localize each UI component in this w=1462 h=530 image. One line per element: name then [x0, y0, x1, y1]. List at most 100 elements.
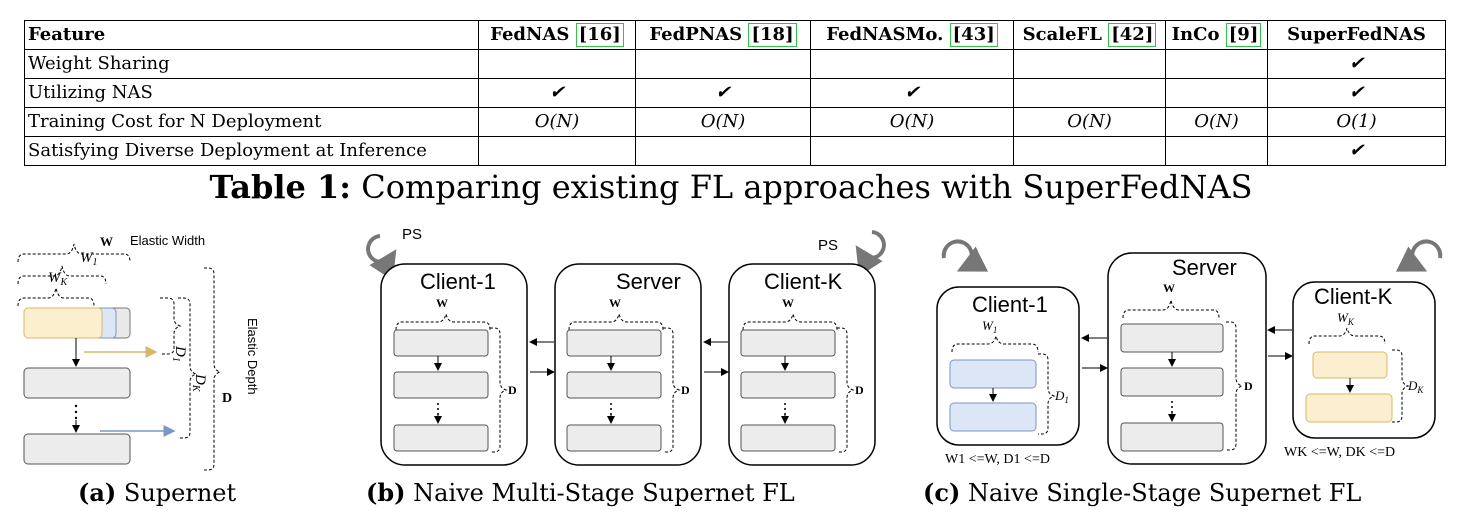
table-cell: O(N) — [635, 107, 811, 137]
table-row: Weight Sharing ✔ — [24, 49, 1446, 79]
figure-c-singlestage: Client-1 W1 D1 W1 <=W, D1 <=D Server W D… — [936, 239, 1443, 467]
layer-block — [393, 329, 489, 357]
table-cell — [635, 49, 811, 79]
constraint-note-k: WK <=W, DK <=D — [1284, 445, 1395, 460]
depth-d-label: D — [855, 383, 864, 397]
elastic-depth-label: Elastic Depth — [245, 318, 260, 395]
table-caption-prefix: Table 1: — [209, 168, 352, 206]
caption-a: (a) Supernet — [78, 478, 237, 507]
table-caption: Table 1: Comparing existing FL approache… — [0, 168, 1462, 206]
header-inco: InCo [9] — [1165, 20, 1268, 50]
table-cell — [1013, 49, 1166, 79]
depth-d-label: D — [222, 391, 232, 406]
width-w-label: W — [782, 296, 794, 310]
citation-ref[interactable]: [16] — [575, 23, 624, 47]
depth-d-label: D — [1244, 379, 1253, 393]
refresh-icon — [366, 234, 397, 281]
header-scalefl: ScaleFL [42] — [1013, 20, 1166, 50]
layer-block — [740, 371, 836, 399]
layer-block-blue — [949, 402, 1037, 432]
server-panel — [554, 263, 702, 466]
client-1-label: Client-1 — [420, 269, 496, 294]
figure-a-supernet: W Elastic Width W1 WK D1 DK D Elastic De… — [17, 233, 260, 471]
layer-block — [566, 424, 662, 452]
refresh-icon — [855, 230, 886, 277]
table-cell: O(N) — [478, 107, 636, 137]
layer-block-yellow — [23, 307, 103, 339]
header-superfednas: SuperFedNAS — [1267, 20, 1446, 50]
citation-ref[interactable]: [9] — [1225, 23, 1262, 47]
client-k-label: Client-K — [764, 269, 843, 294]
table-cell: ✔ — [810, 78, 1014, 108]
table-cell — [810, 49, 1014, 79]
ps-label: PS — [402, 226, 422, 243]
width-w-label: W — [436, 296, 448, 310]
layer-block — [393, 424, 489, 452]
width-w-label: W — [100, 234, 113, 249]
layer-block — [1120, 422, 1224, 452]
width-w-label: W — [609, 296, 621, 310]
table-cell: ✔ — [478, 78, 636, 108]
table-cell: ✔ — [1267, 136, 1446, 166]
table-cell — [1013, 136, 1166, 166]
layer-block — [566, 329, 662, 357]
citation-ref[interactable]: [18] — [748, 23, 797, 47]
layer-block — [23, 433, 131, 465]
client-1-label: Client-1 — [972, 292, 1048, 317]
caption-b: (b) Naive Multi-Stage Supernet FL — [366, 478, 795, 507]
depth-d-label: D — [508, 383, 517, 397]
header-fednas: FedNAS [16] — [478, 20, 636, 50]
ps-label: PS — [818, 237, 838, 254]
layer-block — [566, 371, 662, 399]
table-cell — [478, 49, 636, 79]
width-wk-label: WK — [48, 270, 69, 288]
server-label: Server — [1172, 255, 1237, 280]
client-k-label: Client-K — [1314, 284, 1393, 309]
layer-block — [23, 367, 131, 399]
layer-block — [1120, 323, 1224, 353]
row-label: Training Cost for N Deployment — [24, 107, 479, 137]
server-panel — [1107, 252, 1267, 465]
layer-block-yellow — [1305, 393, 1393, 423]
constraint-note-1: W1 <=W, D1 <=D — [945, 452, 1050, 467]
layer-block — [393, 371, 489, 399]
depth-d-label: D — [681, 383, 690, 397]
client-k-panel — [728, 263, 876, 466]
table-header-row: Feature FedNAS [16] FedPNAS [18] FedNASM… — [24, 20, 1446, 50]
comparison-table: Feature FedNAS [16] FedPNAS [18] FedNASM… — [24, 20, 1446, 166]
width-wk-label: WK — [1337, 310, 1355, 327]
table-cell: O(1) — [1267, 107, 1446, 137]
layer-block-blue — [949, 359, 1037, 389]
depth-d1-label: D1 — [1054, 388, 1069, 405]
table-cell: ✔ — [1267, 78, 1446, 108]
row-label: Satisfying Diverse Deployment at Inferen… — [24, 136, 479, 166]
depth-dk-label: DK — [190, 373, 208, 393]
refresh-icon — [1395, 239, 1443, 272]
server-label: Server — [616, 269, 681, 294]
width-w-label: W — [1163, 281, 1175, 295]
table-row: Training Cost for N Deployment O(N) O(N)… — [24, 107, 1446, 137]
citation-ref[interactable]: [43] — [949, 23, 998, 47]
depth-dk-label: DK — [1407, 378, 1424, 395]
citation-ref[interactable]: [42] — [1108, 23, 1157, 47]
table-cell: ✔ — [635, 78, 811, 108]
figure-b-multistage: PS PS Client-1 W D Server W D — [366, 226, 886, 466]
layer-block — [1120, 367, 1224, 397]
table-cell — [810, 136, 1014, 166]
header-feature: Feature — [24, 20, 479, 50]
layer-block-yellow — [1312, 351, 1388, 379]
refresh-icon — [941, 239, 989, 272]
table-cell: O(N) — [1013, 107, 1166, 137]
width-w1-label: W1 — [80, 250, 98, 268]
table-row: Satisfying Diverse Deployment at Inferen… — [24, 136, 1446, 166]
caption-c: (c) Naive Single-Stage Supernet FL — [923, 478, 1362, 507]
elastic-width-label: Elastic Width — [130, 233, 205, 248]
table-cell — [1165, 136, 1268, 166]
layer-block — [740, 329, 836, 357]
layer-block — [740, 424, 836, 452]
table-cell — [478, 136, 636, 166]
client-1-panel — [380, 263, 528, 466]
table-caption-text: Comparing existing FL approaches with Su… — [361, 168, 1253, 206]
depth-d1-label: D1 — [170, 345, 188, 362]
